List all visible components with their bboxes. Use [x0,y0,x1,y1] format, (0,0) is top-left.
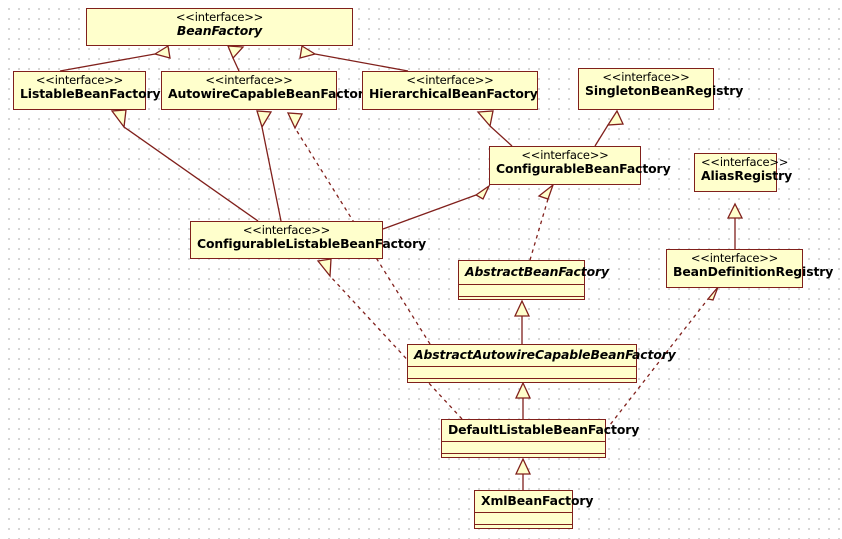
edge-configurablelistable-to-autowirecapable [256,110,282,222]
attributes-compartment [459,283,584,296]
class-node-hierarchicalbeanfactory[interactable]: <<interface>> HierarchicalBeanFactory [362,71,538,110]
class-node-configurablelistablebeanfactory[interactable]: <<interface>> ConfigurableListableBeanFa… [190,221,427,259]
class-node-aliasregistry[interactable]: <<interface>> AliasRegistry [694,153,793,192]
edge-beandefinitionregistry-to-aliasregistry [726,202,744,249]
stereotype-label: <<interface>> [406,73,494,87]
edge-configurablelistable-to-listable [110,109,259,222]
class-name-label: AutowireCapableBeanFactory [168,85,372,101]
stereotype-label: <<interface>> [35,73,124,87]
class-name-label: BeanDefinitionRegistry [673,263,834,279]
edge-hierarchical-to-beanfactory [299,44,409,72]
stereotype-label: <<interface>> [602,70,690,84]
class-node-header: AbstractBeanFactory [459,261,609,284]
class-name-label: ConfigurableListableBeanFactory [197,235,427,251]
class-node-header: <<interface>> AutowireCapableBeanFactory [162,72,372,104]
edge-listable-to-beanfactory [59,44,171,72]
class-node-header: <<interface>> ListableBeanFactory [14,72,161,104]
class-node-header: <<interface>> BeanDefinitionRegistry [667,250,834,282]
stereotype-label: <<interface>> [242,223,331,237]
class-node-header: <<interface>> AliasRegistry [695,154,793,186]
class-node-beandefinitionregistry[interactable]: <<interface>> BeanDefinitionRegistry [666,249,834,288]
operations-compartment [459,295,584,308]
stereotype-label: <<interface>> [175,10,264,24]
attributes-compartment [475,511,572,524]
class-node-header: DefaultListableBeanFactory [442,420,640,441]
operations-compartment [442,452,605,465]
class-node-listablebeanfactory[interactable]: <<interface>> ListableBeanFactory [13,71,161,110]
stereotype-label: <<interface>> [701,155,789,169]
stereotype-label: <<interface>> [690,251,779,265]
class-node-header: <<interface>> ConfigurableBeanFactory [490,147,671,179]
class-node-header: AbstractAutowireCapableBeanFactory [408,345,676,366]
class-node-defaultlistablebeanfactory[interactable]: DefaultListableBeanFactory [441,419,640,458]
class-node-beanfactory[interactable]: <<interface>> BeanFactory [86,8,353,46]
class-name-label: AbstractAutowireCapableBeanFactory [414,347,676,362]
class-name-label: BeanFactory [176,22,263,38]
edge-configurablebean-to-singletonregistry [594,109,624,147]
class-node-abstractautowirecapablebeanfactory[interactable]: AbstractAutowireCapableBeanFactory [407,344,676,383]
edge-configurablebean-to-hierarchical [476,110,513,147]
class-node-autowirecapablebeanfactory[interactable]: <<interface>> AutowireCapableBeanFactory [161,71,372,110]
edge-configurablelistable-to-configurablebean [382,184,491,230]
class-name-label: AbstractBeanFactory [465,264,609,279]
class-node-xmlbeanfactory[interactable]: XmlBeanFactory [474,490,594,529]
class-node-singletonbeanregistry[interactable]: <<interface>> SingletonBeanRegistry [578,68,744,110]
class-node-header: <<interface>> SingletonBeanRegistry [579,69,744,101]
attributes-compartment [408,365,636,378]
class-name-label: AliasRegistry [701,167,793,183]
class-node-header: XmlBeanFactory [475,491,594,512]
attributes-compartment [442,440,605,453]
class-node-header: <<interface>> HierarchicalBeanFactory [363,72,538,104]
stereotype-label: <<interface>> [205,73,293,87]
class-node-header: <<interface>> ConfigurableListableBeanFa… [191,222,427,254]
operations-compartment [475,523,572,536]
operations-compartment [408,377,636,390]
edge-autowirecapable-to-beanfactory [226,45,245,72]
class-name-label: DefaultListableBeanFactory [448,422,640,437]
class-name-label: SingletonBeanRegistry [585,82,744,98]
class-name-label: ConfigurableBeanFactory [496,160,671,176]
class-name-label: XmlBeanFactory [481,493,594,508]
class-node-header: <<interface>> BeanFactory [87,9,352,41]
stereotype-label: <<interface>> [521,148,609,162]
class-node-abstractbeanfactory[interactable]: AbstractBeanFactory [458,260,609,300]
edge-defaultlistable-to-configurablelistable [316,258,463,420]
class-name-label: ListableBeanFactory [20,85,161,101]
class-node-configurablebeanfactory[interactable]: <<interface>> ConfigurableBeanFactory [489,146,671,185]
edge-abstractbeanfactory-to-configurablebean [529,183,555,261]
class-name-label: HierarchicalBeanFactory [369,85,538,101]
